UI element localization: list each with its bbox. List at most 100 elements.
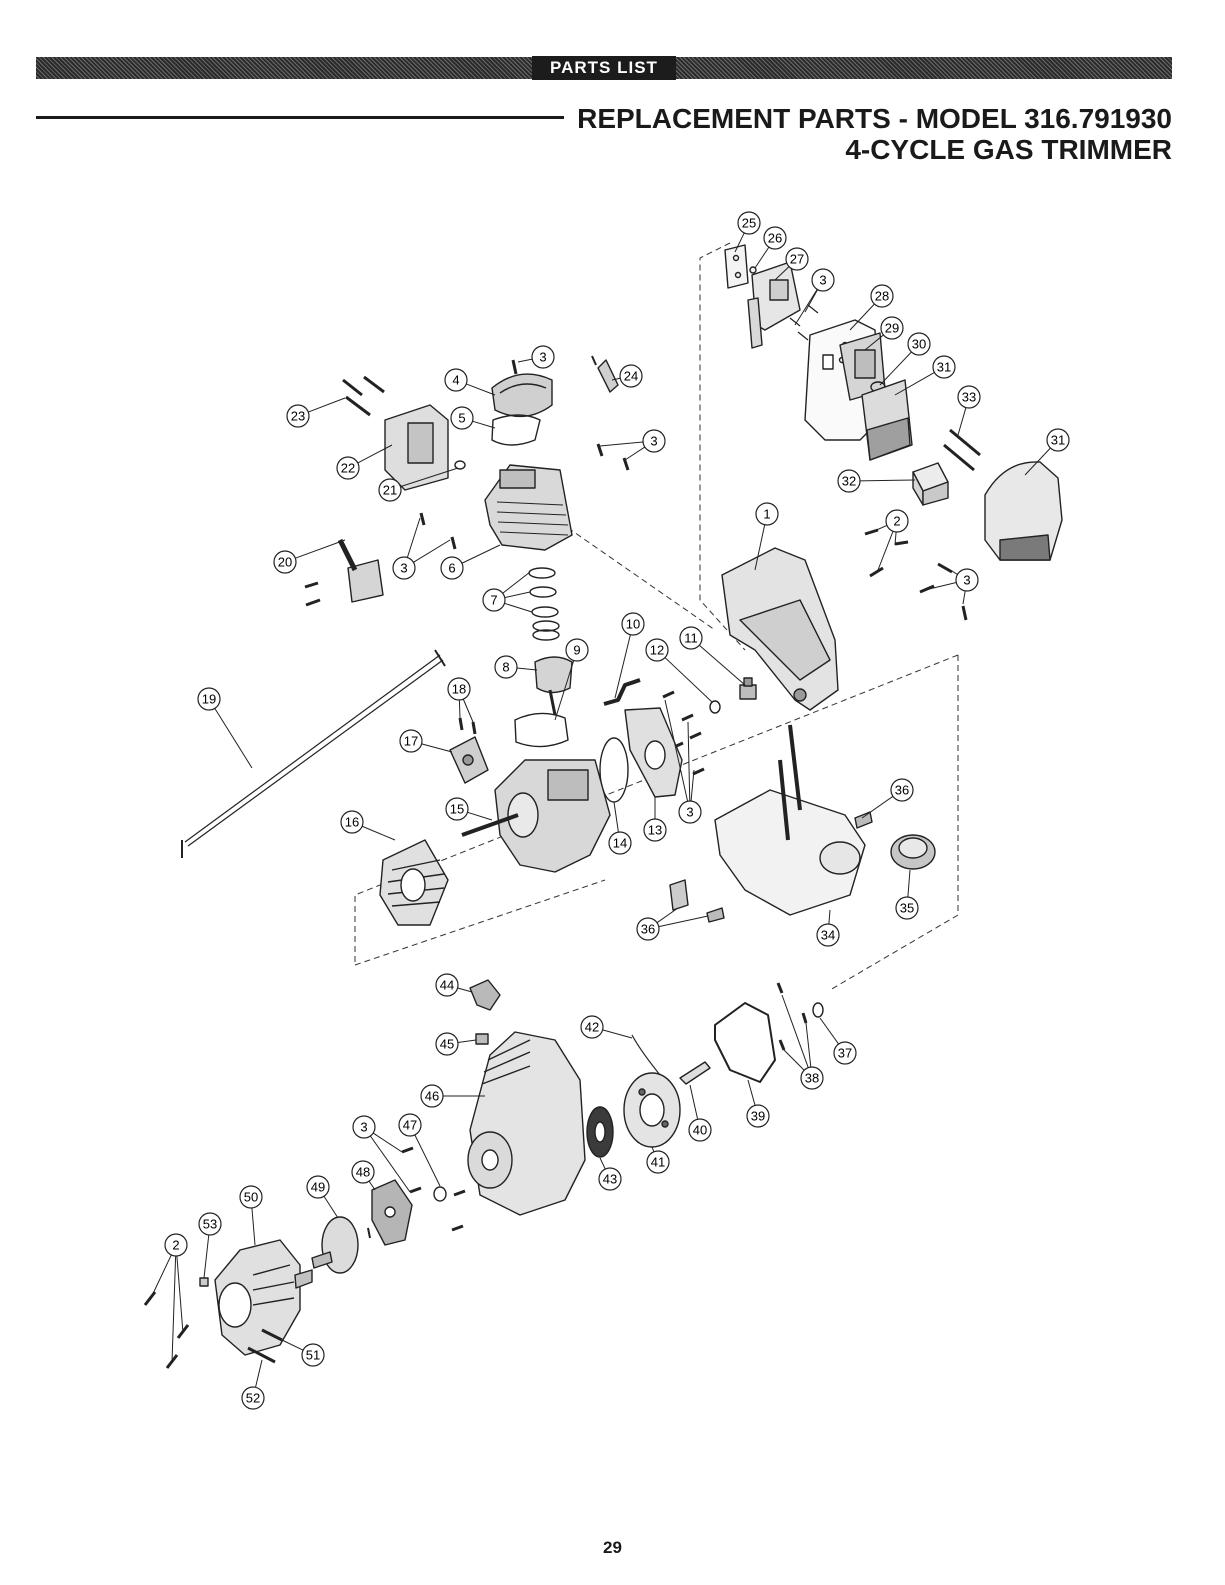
callout-leader: [204, 1235, 209, 1278]
part-37-o-ring: [813, 1003, 823, 1017]
part-21-o-ring: [455, 461, 465, 469]
callout-46: 46: [421, 1085, 485, 1107]
callout-number: 11: [684, 631, 698, 646]
callout-number: 22: [341, 461, 355, 476]
callout-number: 32: [842, 474, 856, 489]
callout-number: 16: [345, 815, 359, 830]
callout-leader: [699, 645, 745, 685]
callout-36: 36: [862, 779, 913, 818]
callout-number: 24: [624, 369, 638, 384]
callout-leader: [625, 447, 645, 460]
part-41-pulley: [624, 1073, 680, 1147]
callout-number: 41: [651, 1155, 665, 1170]
callout-19: 19: [198, 688, 252, 768]
part-20-ignition-coil: [305, 540, 383, 605]
callout-number: 42: [585, 1020, 599, 1035]
callout-number: 8: [502, 660, 509, 675]
part-7-piston-rings: [529, 568, 559, 640]
callout-number: 4: [452, 373, 459, 388]
callout-number: 48: [356, 1165, 370, 1180]
callout-number: 40: [693, 1123, 707, 1138]
callout-leader: [362, 826, 395, 840]
callout-7: 7: [483, 572, 532, 612]
part-4-valve-cover: [492, 374, 552, 416]
callout-leader: [755, 247, 769, 268]
part-35-fuel-cap: [891, 835, 935, 869]
callout-leader: [462, 545, 500, 563]
callout-number: 3: [539, 350, 546, 365]
callout-43: 43: [599, 1158, 621, 1190]
part-44-primer: [470, 980, 500, 1010]
callout-17: 17: [400, 730, 452, 752]
part-9-gasket: [515, 713, 568, 746]
callout-45: 45: [436, 1033, 476, 1055]
callout-leader: [369, 1181, 375, 1190]
page-number: 29: [0, 1538, 1225, 1558]
part-53-nut: [200, 1278, 208, 1286]
part-38-screws: [778, 983, 806, 1050]
part-27-carburetor: [748, 262, 800, 348]
callout-number: 51: [306, 1348, 320, 1363]
callout-number: 44: [440, 978, 454, 993]
callout-4: 4: [445, 369, 495, 395]
callout-number: 53: [203, 1217, 217, 1232]
callout-2: 2: [150, 1234, 187, 1362]
part-2-screws-top: [865, 530, 908, 576]
part-5-gasket: [492, 415, 540, 445]
callout-number: 35: [900, 901, 914, 916]
callout-3: 3: [795, 269, 834, 325]
part-42-rope: [632, 1035, 660, 1075]
callout-leader: [459, 700, 460, 718]
callout-leader: [503, 572, 530, 593]
callout-number: 36: [641, 922, 655, 937]
callout-49: 49: [307, 1176, 338, 1218]
callout-number: 34: [821, 928, 835, 943]
callout-number: 13: [648, 823, 662, 838]
callout-leader: [829, 910, 830, 924]
callout-8: 8: [495, 656, 537, 678]
callout-number: 50: [244, 1190, 258, 1205]
callout-leader: [150, 1255, 171, 1300]
part-17-governor: [450, 737, 488, 783]
callout-leader: [748, 1080, 755, 1105]
callout-number: 3: [400, 561, 407, 576]
callout-42: 42: [581, 1016, 632, 1038]
callout-leader: [805, 290, 818, 312]
part-8-piston: [535, 657, 572, 715]
callout-number: 31: [937, 360, 951, 375]
callout-14: 14: [609, 802, 631, 854]
part-49-clutch-drum: [312, 1217, 358, 1273]
callout-leader: [806, 1023, 811, 1067]
callout-number: 7: [490, 593, 497, 608]
callout-38: 38: [782, 995, 823, 1089]
callout-3: 3: [600, 430, 665, 460]
callout-leader: [652, 1147, 654, 1152]
callout-51: 51: [282, 1340, 324, 1366]
part-19-throttle-cable: [182, 650, 445, 858]
callout-leader: [600, 1158, 605, 1169]
callout-number: 33: [962, 390, 976, 405]
part-2-screws-bottom: [145, 1292, 188, 1368]
part-36-clip-left: [670, 880, 724, 922]
callout-6: 6: [441, 545, 500, 579]
callout-number: 49: [311, 1180, 325, 1195]
callout-13: 13: [644, 797, 666, 841]
callout-41: 41: [647, 1147, 669, 1173]
part-11-valve: [740, 678, 756, 699]
callout-leader: [908, 870, 910, 897]
callout-leader: [295, 540, 345, 558]
callout-number: 5: [458, 411, 465, 426]
callout-leader: [665, 658, 712, 702]
part-3-screws-cylinder: [421, 513, 455, 549]
callout-number: 10: [626, 617, 640, 632]
callout-50: 50: [240, 1186, 262, 1245]
callout-36: 36: [637, 908, 708, 940]
callout-leader: [614, 802, 618, 832]
callout-leader: [518, 359, 532, 362]
callout-leader: [308, 398, 345, 412]
callout-number: 26: [768, 231, 782, 246]
callout-number: 31: [1051, 433, 1065, 448]
callout-44: 44: [436, 974, 472, 996]
part-45-nut: [476, 1034, 488, 1044]
callout-number: 2: [172, 1238, 179, 1253]
